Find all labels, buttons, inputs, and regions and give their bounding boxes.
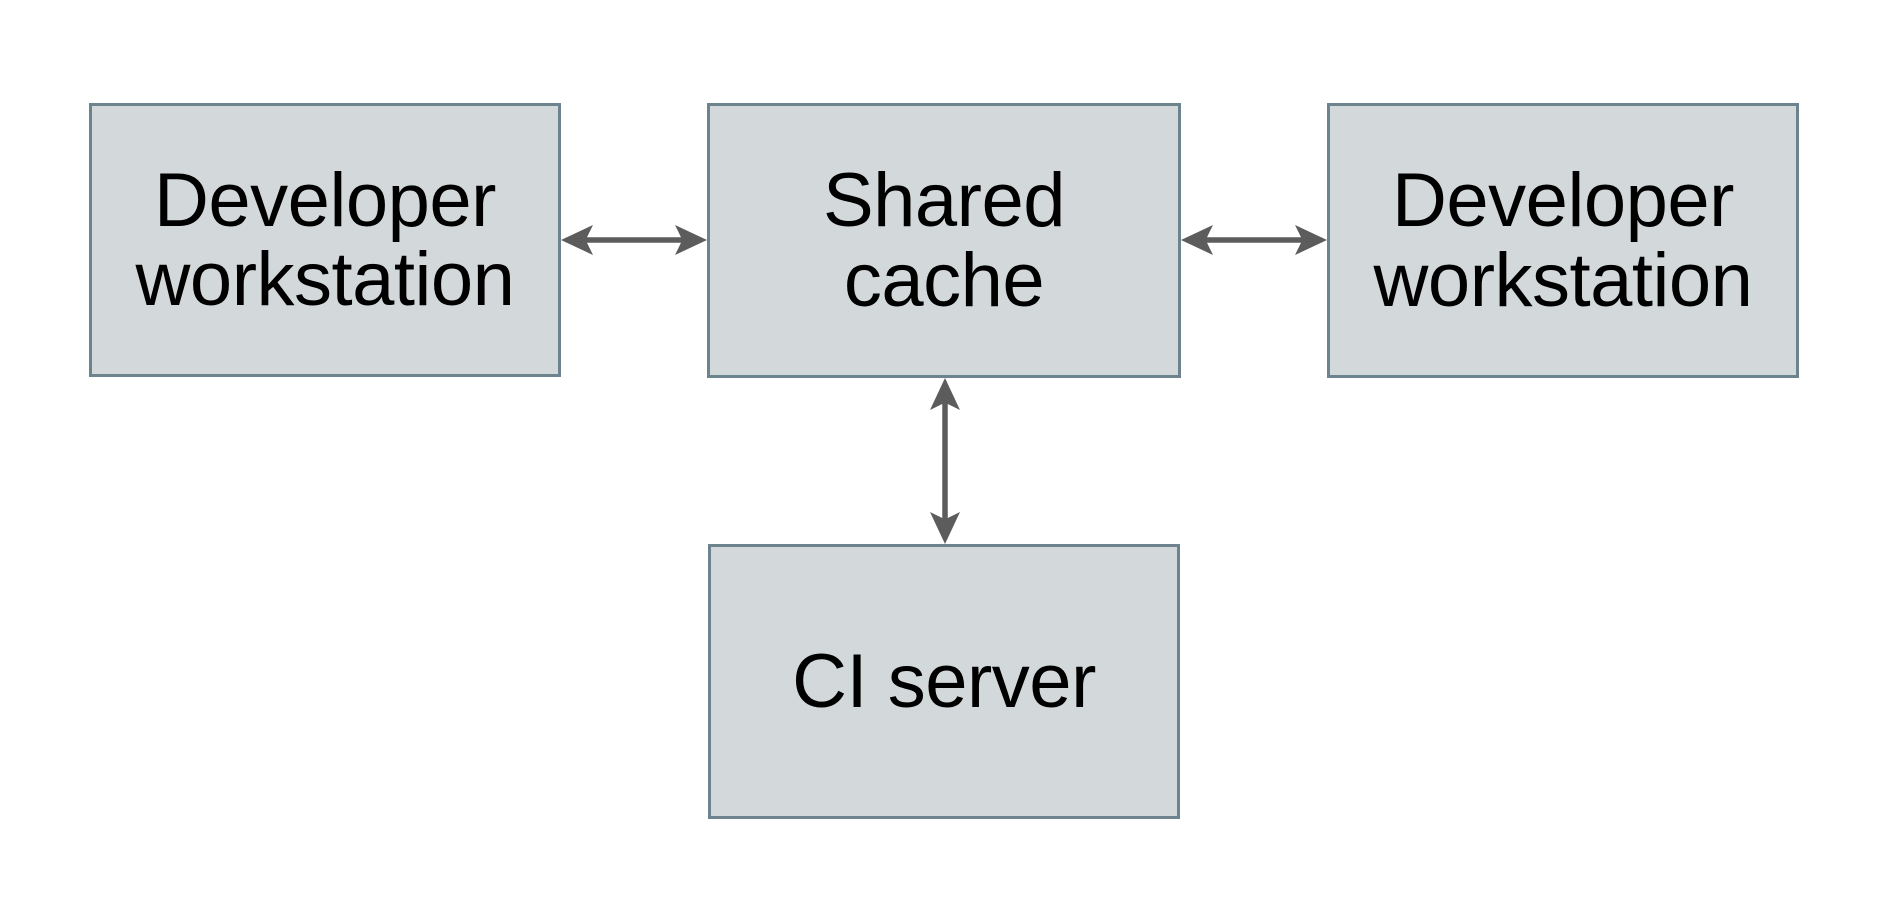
edge-shared-cache-dev-right (1181, 225, 1327, 255)
double-arrow-horizontal-icon (561, 225, 707, 255)
node-ci-server: CI server (708, 544, 1180, 819)
double-arrow-vertical-icon (930, 378, 960, 544)
edge-shared-cache-ci-server (930, 378, 960, 544)
node-label-developer-workstation-left: Developer workstation (135, 157, 515, 322)
double-arrow-horizontal-icon (1181, 225, 1327, 255)
node-shared-cache: Shared cache (707, 103, 1181, 378)
node-label-ci-server: CI server (792, 638, 1096, 724)
node-developer-workstation-left: Developer workstation (89, 103, 561, 377)
edge-dev-left-shared-cache (561, 225, 707, 255)
node-developer-workstation-right: Developer workstation (1327, 103, 1799, 378)
node-label-shared-cache: Shared cache (822, 158, 1066, 323)
node-label-developer-workstation-right: Developer workstation (1373, 158, 1753, 323)
